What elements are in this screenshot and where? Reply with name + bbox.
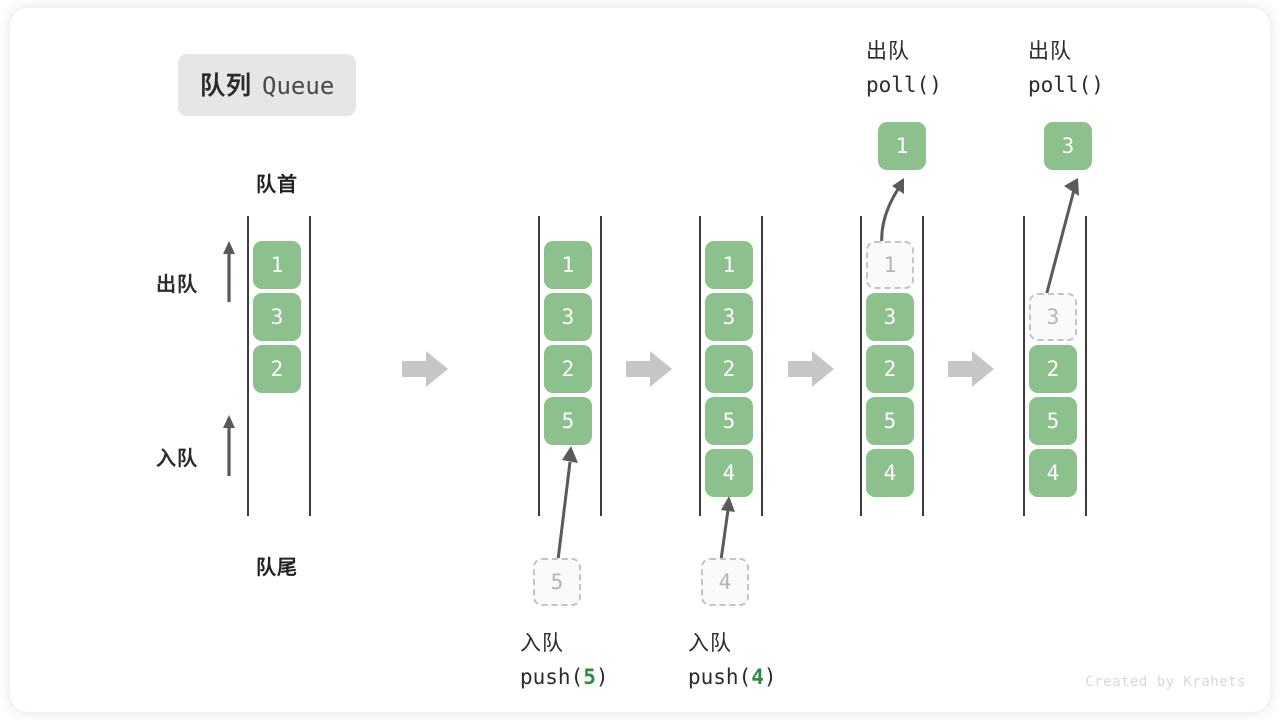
push-arrow-col3 bbox=[719, 496, 735, 561]
op-label-push-4: 入队 push(4) bbox=[688, 628, 777, 693]
queue-element: 5 bbox=[866, 397, 914, 445]
push-arrow-col2 bbox=[556, 446, 578, 561]
rail-right-col1 bbox=[309, 216, 311, 516]
op-code-value: 5 bbox=[583, 664, 596, 689]
op-label-poll-1: 出队 poll() bbox=[866, 36, 942, 101]
op-label-cn: 出队 bbox=[866, 40, 910, 63]
ghost-element: 4 bbox=[701, 558, 749, 606]
rail-right-col5 bbox=[1085, 216, 1087, 516]
op-label-code: poll() bbox=[1028, 69, 1104, 102]
poll-arrow-col5 bbox=[1043, 178, 1079, 301]
op-code-prefix: poll( bbox=[1028, 72, 1092, 97]
rail-right-col4 bbox=[922, 216, 924, 516]
queue-element: 1 bbox=[705, 241, 753, 289]
op-code-suffix: ) bbox=[929, 72, 942, 97]
step-arrow-icon bbox=[948, 351, 994, 387]
op-label-cn: 入队 bbox=[520, 632, 564, 655]
rail-left-col2 bbox=[538, 216, 540, 516]
op-code-prefix: push( bbox=[688, 664, 752, 689]
queue-element: 2 bbox=[705, 345, 753, 393]
diagram-card: 队列 Queue 队首 队尾 出队 入队 1 3 2 1 3 2 5 5 入队 … bbox=[10, 8, 1270, 712]
ghost-element: 5 bbox=[533, 558, 581, 606]
queue-element: 3 bbox=[866, 293, 914, 341]
queue-element: 1 bbox=[253, 241, 301, 289]
queue-element: 5 bbox=[544, 397, 592, 445]
op-code-suffix: ) bbox=[763, 664, 777, 689]
op-label-cn: 出队 bbox=[1028, 40, 1072, 63]
op-label-cn: 入队 bbox=[688, 632, 732, 655]
queue-element: 3 bbox=[253, 293, 301, 341]
queue-element: 4 bbox=[705, 449, 753, 497]
op-label-code: push(5) bbox=[520, 661, 609, 694]
queue-element: 1 bbox=[544, 241, 592, 289]
op-label-code: poll() bbox=[866, 69, 942, 102]
dequeue-side-label: 出队 bbox=[156, 274, 198, 296]
title-badge: 队列 Queue bbox=[178, 54, 357, 116]
ghost-element: 1 bbox=[866, 241, 914, 289]
queue-element: 4 bbox=[866, 449, 914, 497]
op-code-prefix: push( bbox=[520, 664, 584, 689]
step-arrow-icon bbox=[402, 351, 448, 387]
queue-element: 3 bbox=[544, 293, 592, 341]
enqueue-direction-arrow bbox=[223, 415, 235, 476]
rail-left-col1 bbox=[247, 216, 249, 516]
popped-element: 3 bbox=[1044, 122, 1092, 170]
head-label: 队首 bbox=[256, 174, 298, 196]
title-en: Queue bbox=[262, 72, 335, 100]
op-code-suffix: ) bbox=[595, 664, 609, 689]
queue-element: 3 bbox=[705, 293, 753, 341]
title-cn: 队列 bbox=[200, 72, 253, 100]
enqueue-side-label: 入队 bbox=[156, 448, 198, 470]
op-code-prefix: poll( bbox=[866, 72, 930, 97]
op-label-push-5: 入队 push(5) bbox=[520, 628, 609, 693]
credit-text: Created by Krahets bbox=[1085, 674, 1246, 690]
tail-label: 队尾 bbox=[256, 557, 298, 579]
queue-element: 2 bbox=[866, 345, 914, 393]
rail-left-col5 bbox=[1023, 216, 1025, 516]
step-arrow-icon bbox=[788, 351, 834, 387]
rail-right-col3 bbox=[761, 216, 763, 516]
queue-element: 4 bbox=[1029, 449, 1077, 497]
popped-element: 1 bbox=[878, 122, 926, 170]
queue-element: 2 bbox=[253, 345, 301, 393]
queue-element: 2 bbox=[1029, 345, 1077, 393]
op-label-poll-3: 出队 poll() bbox=[1028, 36, 1104, 101]
rail-right-col2 bbox=[600, 216, 602, 516]
rail-left-col4 bbox=[860, 216, 862, 516]
op-code-value: 4 bbox=[751, 664, 764, 689]
rail-left-col3 bbox=[699, 216, 701, 516]
queue-element: 5 bbox=[705, 397, 753, 445]
dequeue-direction-arrow bbox=[223, 241, 235, 302]
ghost-element: 3 bbox=[1029, 293, 1077, 341]
queue-element: 5 bbox=[1029, 397, 1077, 445]
op-label-code: push(4) bbox=[688, 661, 777, 694]
poll-arrow-col4 bbox=[880, 178, 904, 247]
queue-element: 2 bbox=[544, 345, 592, 393]
op-code-suffix: ) bbox=[1091, 72, 1104, 97]
step-arrow-icon bbox=[626, 351, 672, 387]
